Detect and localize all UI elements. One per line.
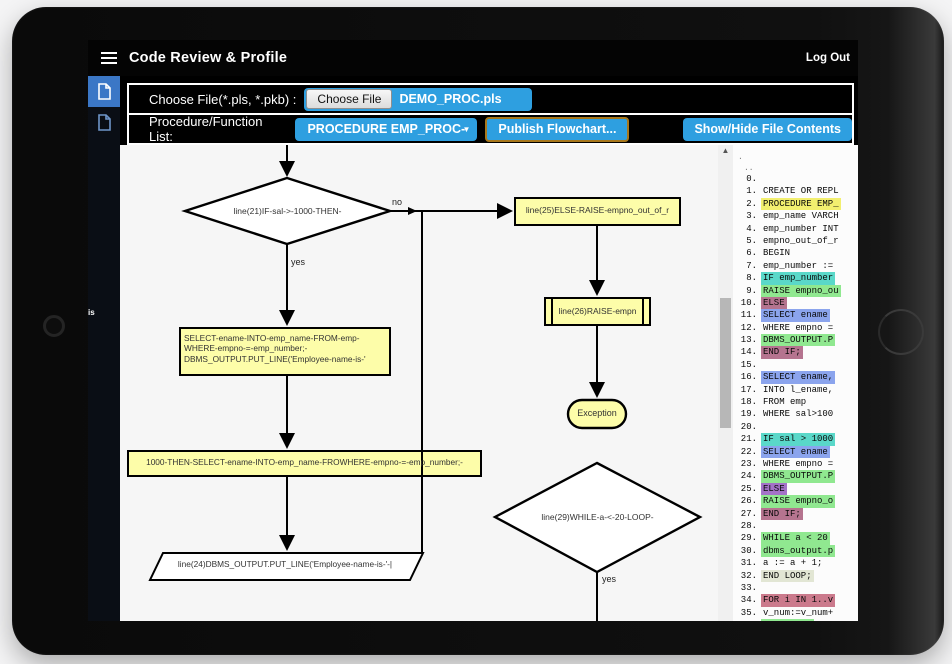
choose-file-button[interactable]: Choose File (306, 89, 393, 109)
code-line: 15. (740, 359, 757, 370)
vertical-scrollbar[interactable]: ▲ (718, 145, 733, 621)
code-line: 19.WHERE sal>100 (740, 409, 834, 420)
code-line: 26.RAISE empno_o (740, 495, 836, 508)
code-line: 33. (740, 582, 757, 593)
code-line: 4.emp_number INT (746, 223, 839, 234)
code-line: 16.SELECT ename, (740, 371, 836, 384)
code-line: 27.END IF; (740, 507, 803, 520)
tablet-home-ring (878, 309, 924, 355)
code-prefix-mark: .. (744, 164, 754, 173)
procedure-list-label: Procedure/Function List: (149, 114, 263, 144)
top-navbar: Code Review & Profile Log Out (88, 40, 858, 76)
file-icon (98, 83, 111, 100)
publish-flowchart-button[interactable]: Publish Flowchart... (485, 116, 630, 142)
code-line: 35.v_num:=v_num+ (740, 607, 834, 618)
tablet-frame: Code Review & Profile Log Out is (12, 7, 944, 655)
predefined-raise26-shape[interactable] (544, 297, 651, 326)
process-select-shape[interactable] (179, 327, 391, 376)
toolbar-box: Choose File(*.pls, *.pkb) : Choose File … (127, 83, 854, 145)
decision-if21-shape[interactable] (181, 176, 394, 246)
code-line: 24.DBMS_OUTPUT.P (740, 470, 836, 483)
code-line: 18.FROM emp (740, 397, 807, 408)
code-line: 28. (740, 520, 757, 531)
process-then-bar-shape[interactable] (127, 450, 482, 477)
process-else25-shape[interactable] (514, 197, 681, 226)
code-line: 12.WHERE empno = (740, 322, 834, 333)
logout-button[interactable]: Log Out (805, 52, 850, 64)
choose-file-label: Choose File(*.pls, *.pkb) : (149, 91, 297, 107)
code-line: 3.emp_name VARCH (746, 211, 839, 222)
code-line: 21.IF sal > 1000 (740, 433, 836, 446)
code-line: 13.DBMS_OUTPUT.P (740, 334, 836, 347)
code-line: 1.CREATE OR REPL (746, 186, 839, 197)
scrollbar-thumb[interactable] (720, 298, 731, 428)
code-line: 10.ELSE (740, 296, 787, 310)
code-line: 34.FOR i IN 1..v (740, 594, 836, 607)
code-line: 11.SELECT ename (740, 309, 830, 322)
procedure-select-value: PROCEDURE EMP_PROC- (307, 122, 466, 136)
app-screen: Code Review & Profile Log Out is (88, 40, 858, 621)
code-line: 2.PROCEDURE EMP_ (746, 197, 841, 211)
code-line: 30.dbms_output.p (740, 544, 836, 558)
chevron-down-icon: ▼ (462, 124, 471, 134)
code-prefix-mark: . (738, 153, 743, 162)
file-icon (98, 114, 111, 131)
code-line: 23.WHERE empno = (740, 458, 834, 469)
procedure-row: Procedure/Function List: PROCEDURE EMP_P… (129, 114, 852, 144)
sidebar-item-file-2[interactable] (88, 107, 120, 138)
sidebar-text-fragment: is (88, 308, 95, 317)
tablet-camera-ring (43, 315, 65, 337)
decision-while29-shape[interactable] (492, 461, 703, 574)
scroll-up-icon[interactable]: ▲ (721, 146, 730, 155)
menu-icon[interactable] (101, 52, 117, 64)
code-line: 29.WHILE a < 20 (740, 532, 830, 545)
selected-filename: DEMO_PROC.pls (399, 92, 502, 106)
code-line: 9.RAISE empno_ou (746, 284, 841, 297)
code-line: 20. (740, 421, 757, 432)
io-put24-shape[interactable] (148, 552, 425, 581)
code-line: 22.SELECT ename (740, 445, 830, 458)
file-input[interactable]: Choose File DEMO_PROC.pls (304, 87, 533, 111)
procedure-select[interactable]: PROCEDURE EMP_PROC- ▼ (295, 117, 478, 141)
flowchart-graphics (127, 145, 703, 621)
page-title: Code Review & Profile (129, 50, 288, 66)
left-sidebar: is (88, 76, 120, 621)
flowchart-canvas: line(21)IF-sal->-1000-THEN- line(25)ELSE… (120, 145, 718, 621)
terminator-exception-shape[interactable] (566, 398, 628, 430)
code-line: 7.emp_number := (746, 260, 834, 271)
code-line: 6.BEGIN (746, 248, 791, 259)
sidebar-item-file-1[interactable] (88, 76, 120, 107)
code-line: 31.a := a + 1; (740, 558, 823, 569)
toggle-file-contents-button[interactable]: Show/Hide File Contents (683, 117, 852, 141)
code-line: 25.ELSE (740, 482, 787, 496)
toolbar: Choose File(*.pls, *.pkb) : Choose File … (120, 76, 858, 145)
code-line: 36. (733, 619, 858, 621)
code-line: 17.INTO l_ename, (740, 384, 834, 395)
code-line: 0. (746, 174, 757, 184)
code-line: 14.END IF; (740, 346, 803, 359)
code-line: 5.empno_out_of_r (746, 235, 839, 246)
code-line: 8.IF emp_number (746, 272, 836, 285)
choose-file-row: Choose File(*.pls, *.pkb) : Choose File … (129, 85, 852, 115)
code-line: 32.END LOOP; (740, 569, 814, 582)
